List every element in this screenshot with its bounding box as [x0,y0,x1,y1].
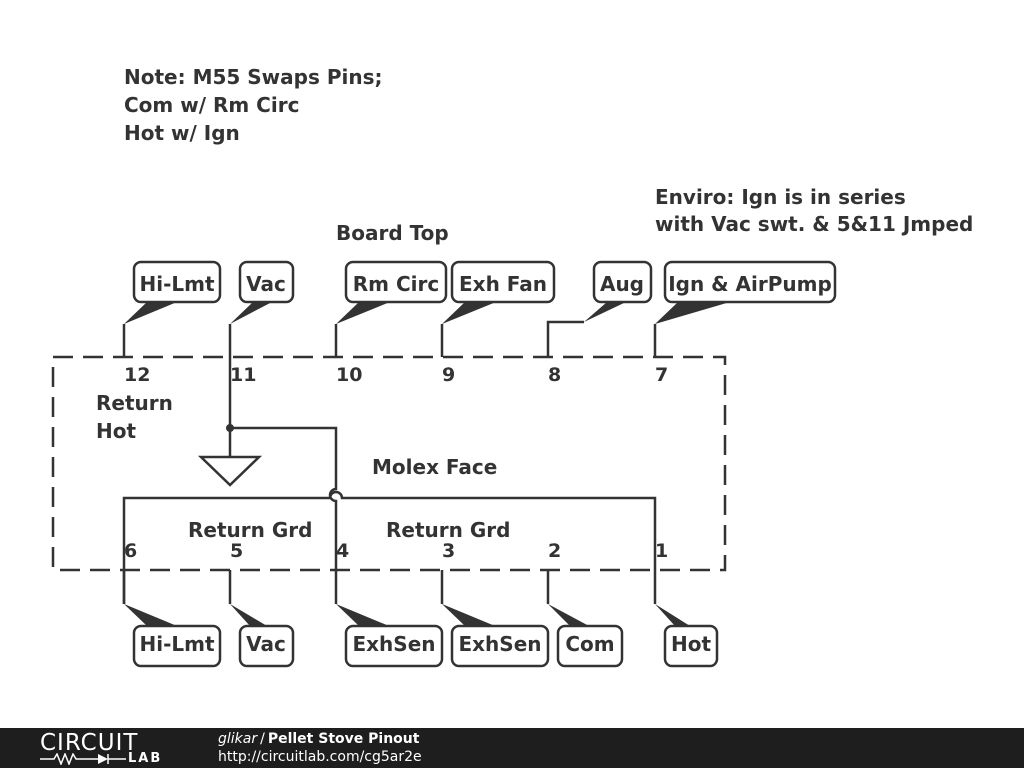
top-pin-10: Rm Circ 10 [334,260,448,386]
author-title-separator: / [260,731,265,747]
wire-pin6-to-pin1 [122,490,657,604]
bottom-pin-4-number: 4 [336,540,349,562]
note-m55-line3: Hot w/ Ign [124,121,240,145]
return-hot-label-line2: Hot [96,419,136,443]
circuit-title[interactable]: Pellet Stove Pinout [267,731,420,747]
molex-face-label: Molex Face [372,455,497,479]
top-pin-11: Vac 11 [228,260,295,386]
top-pin-7-number: 7 [655,364,668,386]
return-hot-label-line1: Return [96,391,173,415]
bottom-pin-6-label: Hi-Lmt [139,632,214,656]
bottom-pin-2-label: Com [565,632,614,656]
top-pin-10-label: Rm Circ [353,272,439,296]
bottom-pin-5-number: 5 [230,540,243,562]
note-enviro-line1: Enviro: Ign is in series [655,185,906,209]
top-pin-7: Ign & AirPump 7 [653,260,837,386]
note-m55-line1: Note: M55 Swaps Pins; [124,65,382,89]
circuit-diagram: Note: M55 Swaps Pins; Com w/ Rm Circ Hot… [51,65,973,668]
top-pin-9-number: 9 [442,364,455,386]
bottom-pin-5-label: Vac [246,632,286,656]
top-pin-9: Exh Fan 9 [440,260,556,386]
top-pin-7-label: Ign & AirPump [668,272,832,296]
top-pin-11-number: 11 [230,364,256,386]
bottom-pin-1: 1 Hot [655,540,719,668]
top-pin-8-label: Aug [600,272,644,296]
bottom-pin-6-number: 6 [124,540,137,562]
bottom-pin-2: 2 Com [546,540,624,668]
author-name[interactable]: glikar [218,731,258,747]
top-pin-10-number: 10 [336,364,362,386]
bottom-pin-4: 4 ExhSen [336,540,444,668]
ground-symbol [197,455,263,487]
bottom-pin-6: 6 Hi-Lmt [122,540,222,668]
return-grd-label-left: Return Grd [188,518,312,542]
bottom-pin-2-number: 2 [548,540,561,562]
top-pin-8-number: 8 [548,364,561,386]
wire-pin11-to-pin4 [228,357,338,604]
bottom-pin-1-number: 1 [655,540,668,562]
logo-text-circuit: CIRCUIT [40,730,139,756]
circuit-info: glikar/Pellet Stove Pinout http://circui… [218,730,422,766]
bottom-pin-3: 3 ExhSen [440,540,550,668]
logo-text-lab: LAB [128,751,163,766]
top-pin-12-label: Hi-Lmt [139,272,214,296]
bottom-pin-3-number: 3 [442,540,455,562]
note-enviro-line2: with Vac swt. & 5&11 Jmped [655,212,973,236]
circuitlab-logo[interactable]: CIRCUIT LAB [40,731,180,767]
molex-outline [51,355,727,572]
footer-bar: CIRCUIT LAB glikar/Pellet Stove Pinout h… [0,728,1024,768]
top-pin-12: Hi-Lmt 12 [122,260,222,386]
bottom-pin-5: 5 Vac [228,540,295,668]
board-top-label: Board Top [336,221,449,245]
bottom-pin-4-label: ExhSen [352,632,435,656]
note-m55-line2: Com w/ Rm Circ [124,93,299,117]
top-pin-9-label: Exh Fan [459,272,547,296]
top-pin-12-number: 12 [124,364,150,386]
return-grd-label-right: Return Grd [386,518,510,542]
resistor-diode-icon [40,753,126,765]
bottom-pin-1-label: Hot [671,632,711,656]
bottom-pin-3-label: ExhSen [458,632,541,656]
top-pin-11-label: Vac [246,272,286,296]
top-pin-8: Aug 8 [546,260,653,386]
circuit-url[interactable]: http://circuitlab.com/cg5ar2e [218,749,422,765]
